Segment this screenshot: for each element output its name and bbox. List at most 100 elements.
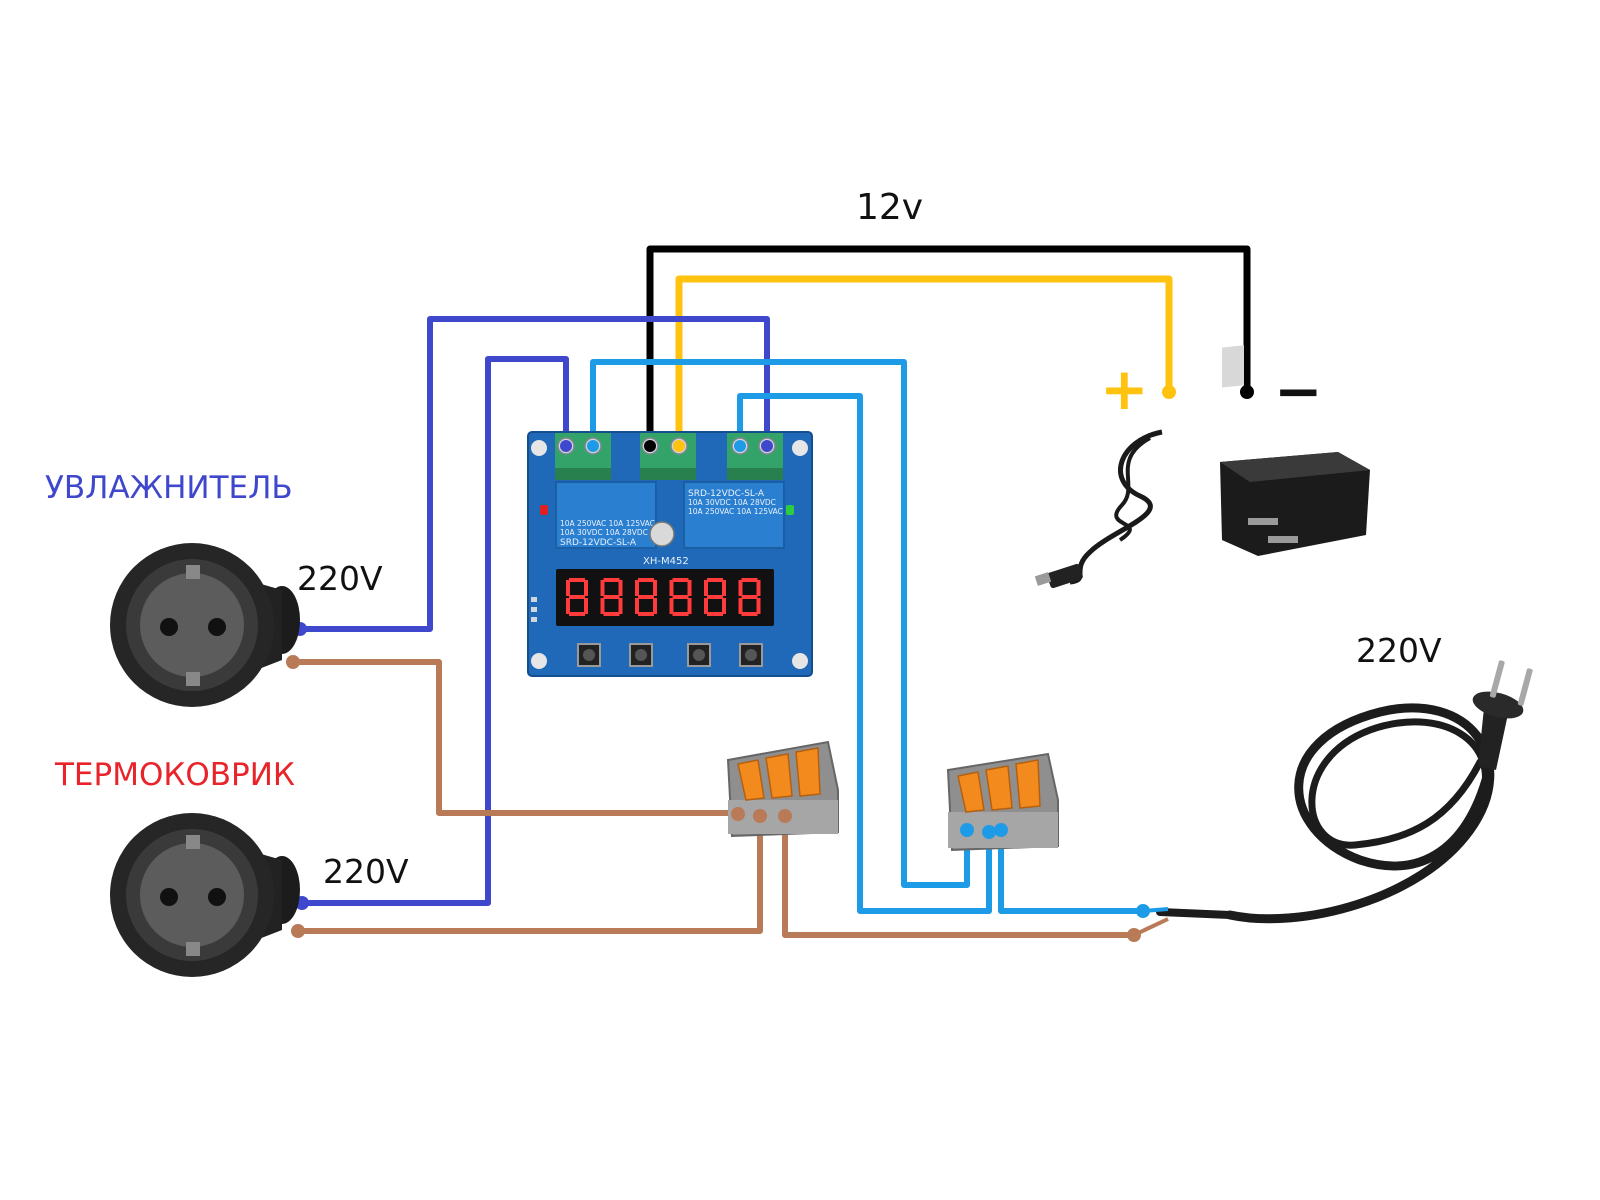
display-segment	[738, 598, 743, 614]
display-segment	[600, 598, 605, 614]
mains-cable	[1156, 703, 1495, 924]
led-green	[786, 505, 794, 515]
relay-left-model: SRD-12VDC-SL-A	[560, 538, 637, 548]
power-adapter-12v	[1034, 345, 1370, 589]
display-segment	[669, 598, 674, 614]
socket-bottom-voltage-label: 220V	[323, 852, 409, 891]
display-segment	[638, 612, 654, 616]
display-digits	[566, 578, 761, 616]
mains-plug-pin-icon	[1517, 668, 1533, 706]
wire-heatmat-live	[295, 812, 763, 934]
display-segment	[707, 612, 723, 616]
display-segment	[722, 580, 726, 596]
socket-humidifier	[110, 543, 300, 707]
wago-connector-left	[726, 740, 839, 838]
wire-mains-live	[782, 812, 1137, 938]
display-segment	[669, 580, 674, 596]
display-segment	[635, 598, 639, 614]
heat-mat-label: ТЕРМОКОВРИК	[55, 757, 295, 793]
display-segment	[584, 598, 588, 614]
display-segment	[566, 580, 570, 596]
board-model-label: XH-M452	[643, 556, 689, 567]
display-segment	[741, 595, 758, 599]
wires	[290, 245, 1251, 938]
mains-wire-ends	[1133, 907, 1169, 937]
seven-segment-display	[556, 569, 774, 626]
wire-relay2-common	[737, 393, 992, 914]
display-segment	[569, 595, 585, 599]
wire-mains-neutral	[998, 827, 1146, 914]
display-segment	[756, 598, 761, 614]
relay-left-rating-2: 10A 30VDC 10A 28VDC	[560, 528, 648, 537]
wire-heatmat-switched	[299, 356, 569, 906]
display-segment	[741, 578, 758, 582]
dot-plus	[1162, 385, 1176, 399]
socket-pin-hole-icon	[208, 618, 226, 636]
display-segment	[618, 580, 623, 596]
mount-hole-icon	[792, 440, 808, 456]
socket-pin-hole-icon	[160, 888, 178, 906]
display-segment	[741, 612, 758, 616]
display-segment	[756, 580, 761, 596]
display-segment	[600, 580, 605, 596]
relay-right-rating-2: 10A 250VAC 10A 125VAC	[688, 507, 783, 516]
display-segment	[638, 595, 654, 599]
dot-socket2-brown	[291, 924, 305, 938]
relay-right-rating-1: 10A 30VDC 10A 28VDC	[688, 498, 776, 507]
display-segment	[687, 580, 692, 596]
dot-socket1-brown	[286, 655, 300, 669]
display-segment	[603, 595, 620, 599]
socket-pin-hole-icon	[160, 618, 178, 636]
adapter-prong-icon	[1268, 536, 1298, 543]
adapter-prong-icon	[1248, 518, 1278, 525]
mains-plug	[1472, 660, 1533, 770]
display-segment	[635, 580, 639, 596]
relay-left	[555, 481, 657, 549]
board-buttons	[577, 643, 763, 667]
display-segment	[687, 598, 692, 614]
display-segment	[707, 578, 723, 582]
display-segment	[704, 598, 708, 614]
humidifier-label: УВЛАЖНИТЕЛЬ	[45, 470, 293, 506]
display-segment	[672, 595, 689, 599]
socket-top-voltage-label: 220V	[297, 559, 383, 598]
display-segment	[603, 612, 620, 616]
mount-hole-icon	[531, 653, 547, 669]
minus-sign: −	[1274, 357, 1323, 425]
display-segment	[584, 580, 588, 596]
display-segment	[672, 578, 689, 582]
wire-relay1-common	[590, 359, 970, 888]
controller-board: 10A 250VAC 10A 125VAC 10A 30VDC 10A 28VD…	[527, 431, 813, 677]
display-segment	[653, 598, 657, 614]
display-segment	[603, 578, 620, 582]
wire-humidifier-live	[290, 659, 739, 816]
display-segment	[653, 580, 657, 596]
adapter-label-icon	[1222, 345, 1244, 388]
led-red	[540, 505, 548, 515]
plus-sign: +	[1100, 355, 1149, 423]
relay-right	[683, 481, 785, 549]
display-segment	[738, 580, 743, 596]
socket-heat-mat	[110, 813, 300, 977]
capacitor	[649, 521, 675, 547]
display-segment	[569, 578, 585, 582]
display-segment	[566, 598, 570, 614]
display-segment	[638, 578, 654, 582]
display-segment	[672, 612, 689, 616]
dc-plug	[1047, 563, 1083, 589]
mains-plug-pin-icon	[1489, 660, 1505, 698]
display-segment	[722, 598, 726, 614]
display-segment	[569, 612, 585, 616]
wago-connector-right	[946, 752, 1059, 852]
dot-minus	[1240, 385, 1254, 399]
supply-voltage-label: 12v	[856, 187, 924, 228]
display-segment	[704, 580, 708, 596]
relay-left-rating-1: 10A 250VAC 10A 125VAC	[560, 519, 655, 528]
relay-right-model: SRD-12VDC-SL-A	[688, 489, 765, 499]
display-segment	[707, 595, 723, 599]
mount-hole-icon	[531, 440, 547, 456]
display-segment	[618, 598, 623, 614]
socket-pin-hole-icon	[208, 888, 226, 906]
wire-12v-negative	[646, 245, 1251, 450]
